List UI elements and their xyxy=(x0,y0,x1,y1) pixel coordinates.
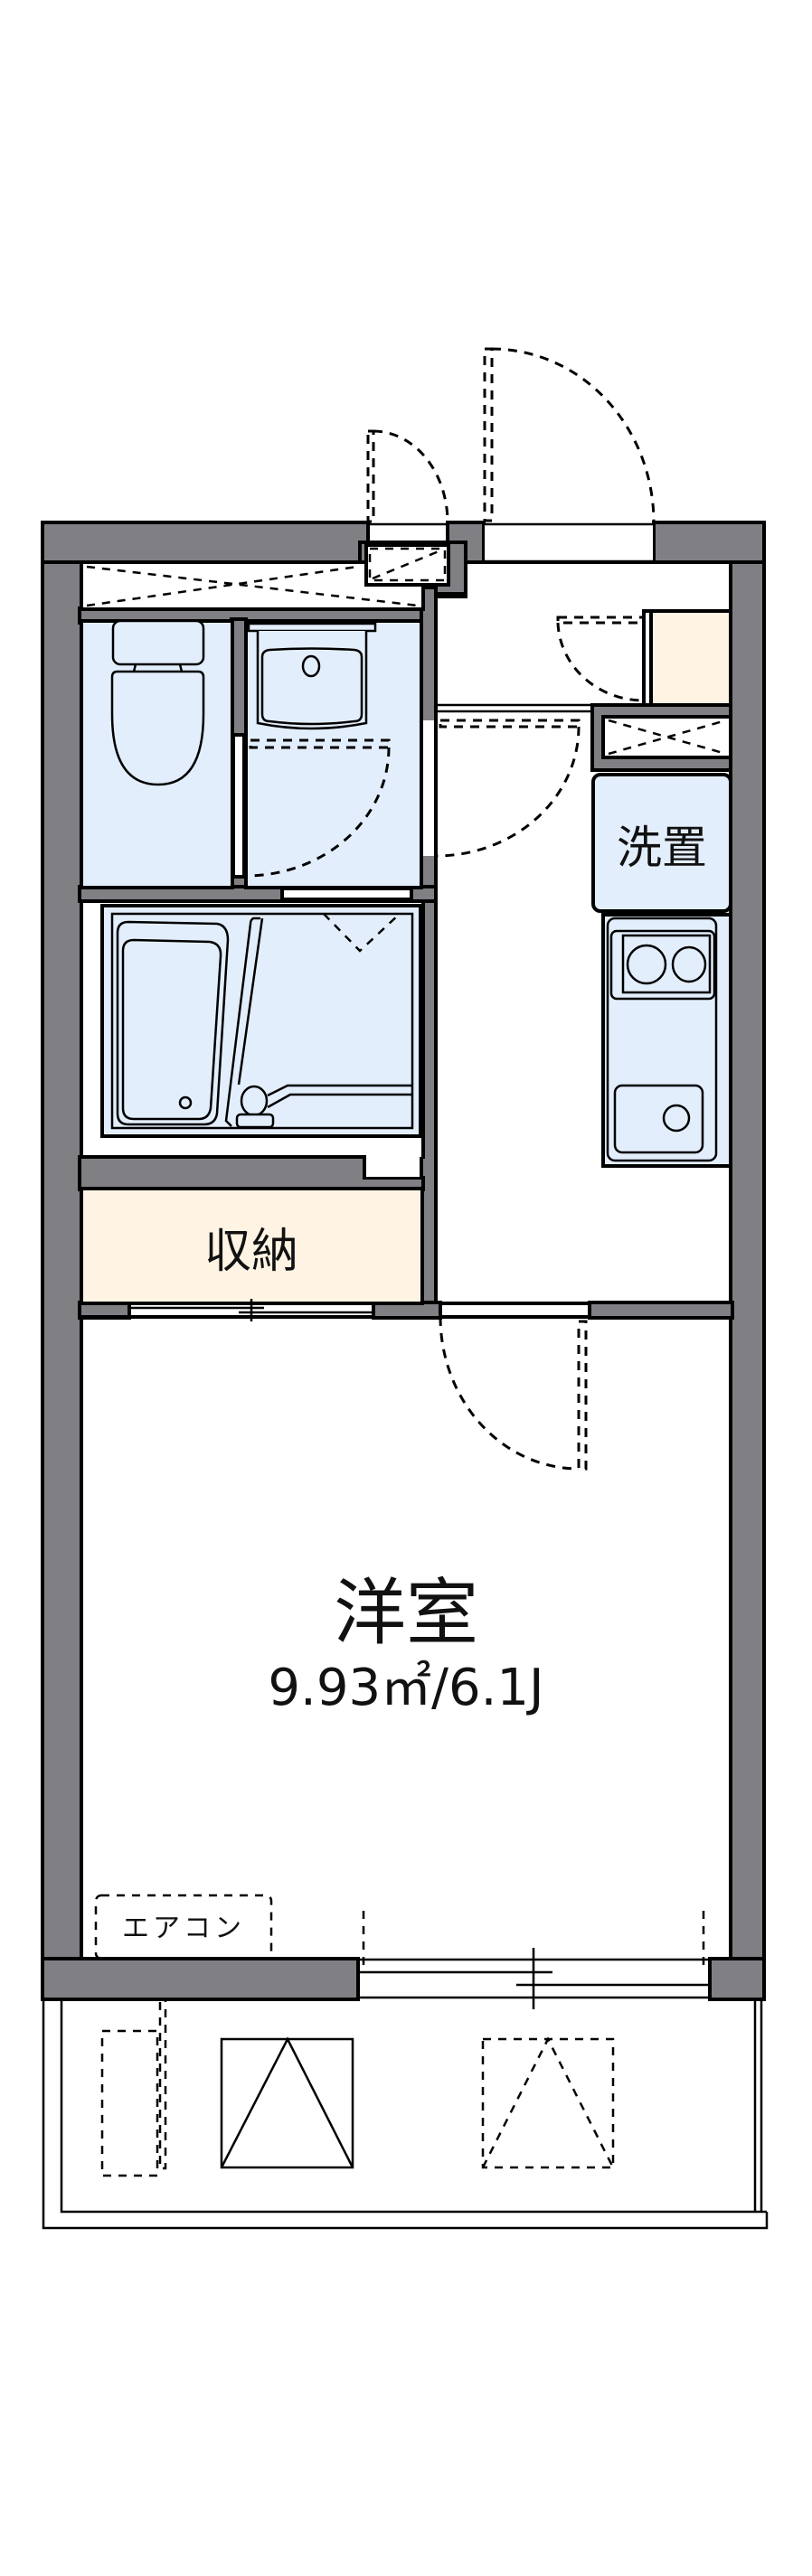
western-room: 洋室 9.93㎡/6.1J xyxy=(80,1315,732,1959)
balcony-window[interactable] xyxy=(356,1911,712,2009)
meter-door xyxy=(366,429,449,523)
meter-box xyxy=(364,522,450,587)
toilet-tank-icon xyxy=(111,619,205,666)
storage-label: 収納 xyxy=(204,1225,298,1279)
exterior-walls xyxy=(41,521,766,2001)
washer-label: 洗置 xyxy=(617,822,707,874)
ac-outdoor-unit-icon xyxy=(100,2029,159,2177)
sink-icon xyxy=(613,1084,704,1154)
burner-icon xyxy=(626,944,667,985)
entry-hall xyxy=(434,560,731,1304)
bathtub-icon xyxy=(116,920,230,1126)
shoe-cabinet xyxy=(556,609,732,707)
entrance-door[interactable] xyxy=(483,347,656,563)
evacuation-hatch-icon xyxy=(220,2037,354,2169)
aircon: エアコン xyxy=(94,1894,273,1960)
washroom xyxy=(231,619,423,901)
aircon-label: エアコン xyxy=(122,1913,245,1944)
balcony xyxy=(42,1998,769,2230)
evacuation-hatch-below-icon xyxy=(481,2037,615,2169)
bathroom xyxy=(80,899,425,1178)
pipe-space xyxy=(601,715,732,759)
room-area: 9.93㎡/6.1J xyxy=(268,1659,543,1717)
room-door[interactable] xyxy=(439,1302,591,1471)
storage-sliding-door[interactable] xyxy=(127,1299,375,1321)
washroom-door[interactable] xyxy=(423,719,581,858)
toilet-room xyxy=(80,619,234,889)
room-name: 洋室 xyxy=(334,1571,478,1655)
burner-icon xyxy=(671,945,707,983)
kitchen-counter xyxy=(601,913,732,1168)
storage-room: 収納 xyxy=(80,1187,424,1305)
toilet-bowl-icon xyxy=(110,670,205,786)
washer-space: 洗置 xyxy=(591,773,732,913)
